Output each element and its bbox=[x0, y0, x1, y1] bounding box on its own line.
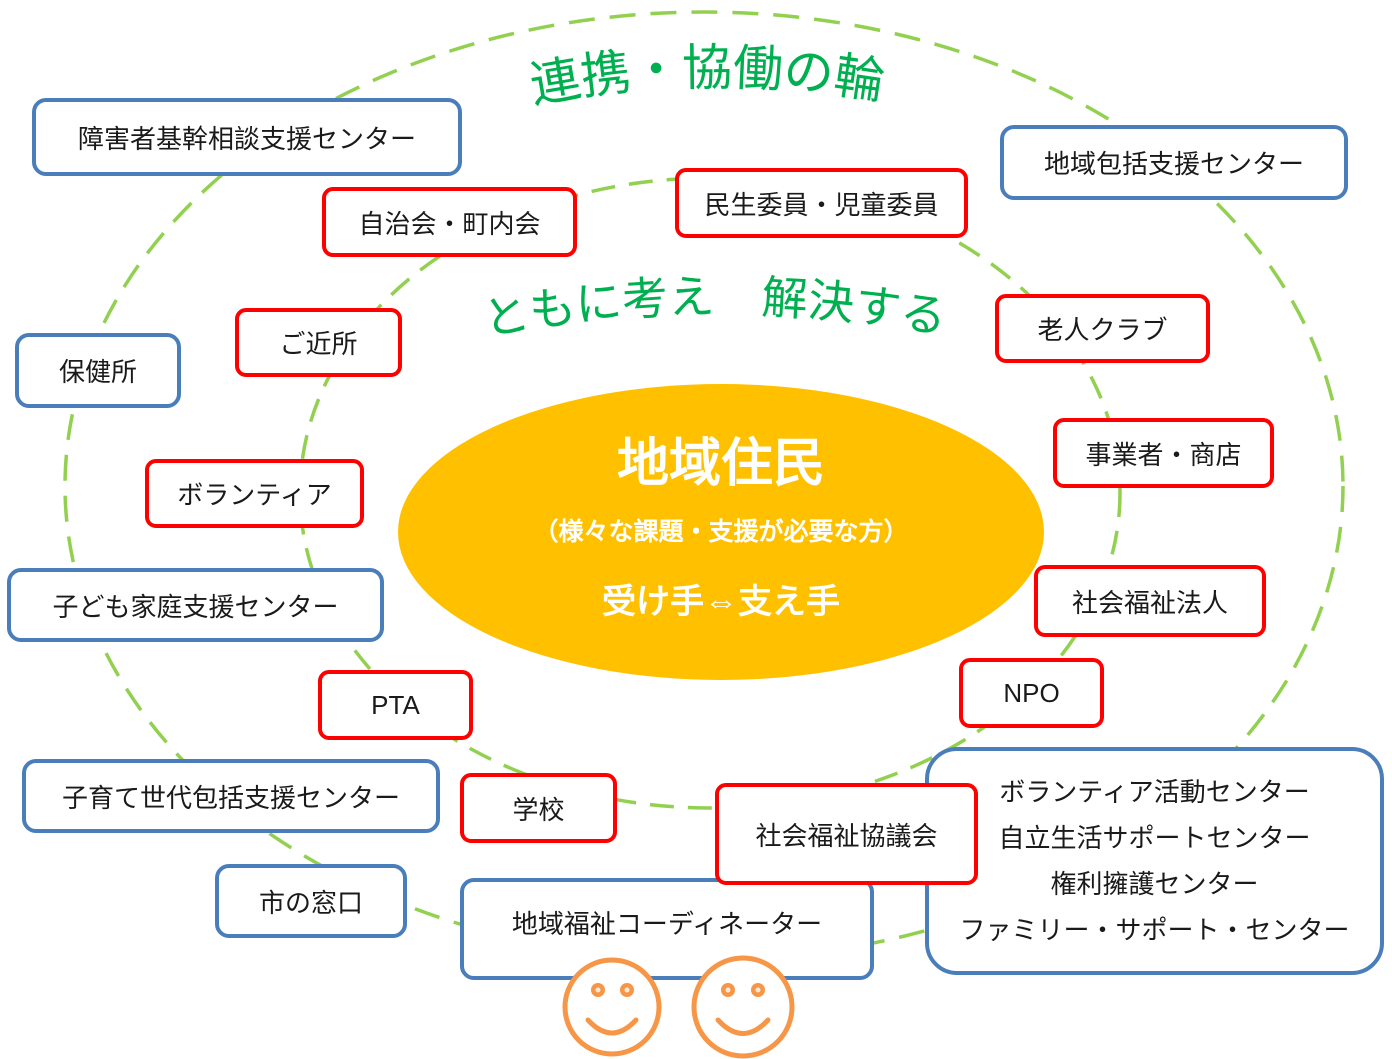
member-school: 学校 bbox=[460, 773, 617, 843]
member-pta: PTA bbox=[318, 670, 473, 740]
member-welfare-commissioners: 民生委員・児童委員 bbox=[675, 168, 968, 238]
org-label: 地域包括支援センター bbox=[1043, 149, 1304, 179]
member-social-welfare-council: 社会福祉協議会 bbox=[715, 783, 978, 885]
support-center-independent-living: 自立生活サポートセンター bbox=[998, 823, 1311, 853]
member-label: 事業者・商店 bbox=[1085, 439, 1242, 470]
member-label: 学校 bbox=[512, 794, 565, 825]
member-label: 自治会・町内会 bbox=[358, 208, 541, 239]
org-label: 子育て世代包括支援センター bbox=[61, 782, 400, 813]
member-label: ご近所 bbox=[279, 329, 358, 359]
org-welfare-coordinator: 地域福祉コーディネーター bbox=[460, 878, 874, 980]
org-label: 地域福祉コーディネーター bbox=[511, 909, 823, 939]
member-label: NPO bbox=[1003, 677, 1060, 708]
org-label: 子ども家庭支援センター bbox=[52, 591, 339, 622]
member-seniors-club: 老人クラブ bbox=[995, 294, 1210, 363]
center-role: 受け手⇔支え手 bbox=[602, 583, 840, 621]
diagram-title-text: 連携・協働の輪 bbox=[526, 40, 888, 114]
member-label: ボランティア bbox=[177, 480, 332, 510]
member-label: 民生委員・児童委員 bbox=[704, 189, 939, 220]
member-label: 社会福祉法人 bbox=[1071, 587, 1228, 618]
member-label: 老人クラブ bbox=[1037, 315, 1168, 345]
member-volunteers: ボランティア bbox=[145, 459, 364, 528]
support-center-family-support: ファミリー・サポート・センター bbox=[959, 915, 1350, 945]
org-label: 保健所 bbox=[58, 357, 137, 387]
org-childcare-center: 子育て世代包括支援センター bbox=[22, 759, 440, 833]
org-label: 障害者基幹相談支援センター bbox=[77, 123, 416, 154]
center-note: （様々な課題・支援が必要な方） bbox=[533, 518, 909, 546]
member-neighbors: ご近所 bbox=[235, 308, 402, 377]
diagram-subtitle-text: ともに考え 解決する bbox=[479, 270, 951, 346]
member-neighborhood-association: 自治会・町内会 bbox=[322, 187, 577, 257]
support-center-volunteer: ボランティア活動センター bbox=[999, 777, 1310, 807]
org-child-family-center: 子ども家庭支援センター bbox=[7, 568, 384, 642]
center-residents-ellipse bbox=[398, 384, 1044, 680]
org-support-centers: ボランティア活動センター 自立生活サポートセンター 権利擁護センター ファミリー… bbox=[925, 747, 1384, 975]
member-label: PTA bbox=[371, 689, 420, 720]
member-social-welfare-corps: 社会福祉法人 bbox=[1034, 565, 1266, 637]
org-community-center: 地域包括支援センター bbox=[1000, 125, 1348, 200]
member-businesses: 事業者・商店 bbox=[1053, 418, 1274, 488]
diagram-title: 連携・協働の輪 bbox=[526, 40, 888, 114]
org-label: 市の窓口 bbox=[258, 887, 363, 918]
member-npo: NPO bbox=[959, 658, 1104, 728]
support-center-rights-advocacy: 権利擁護センター bbox=[1050, 869, 1259, 899]
org-city-office: 市の窓口 bbox=[215, 864, 407, 938]
center-heading: 地域住民 bbox=[616, 435, 825, 493]
org-health-center: 保健所 bbox=[15, 333, 181, 408]
diagram-subtitle: ともに考え 解決する bbox=[479, 270, 951, 346]
member-label: 社会福祉協議会 bbox=[755, 820, 938, 851]
org-disability-center: 障害者基幹相談支援センター bbox=[32, 98, 462, 176]
